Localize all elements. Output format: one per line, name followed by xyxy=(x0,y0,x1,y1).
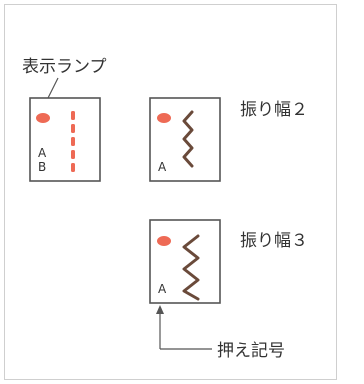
straight-stitch-line xyxy=(71,111,75,172)
presser-mark-label: 押え記号 xyxy=(217,341,285,361)
stitch-dash xyxy=(71,111,75,120)
presser-mark-pointer xyxy=(156,305,212,350)
stitch-dash xyxy=(71,124,75,133)
indicator-lamp-dot xyxy=(157,236,171,246)
indicator-lamp-label: 表示ランプ xyxy=(22,57,107,77)
arrow-up-icon xyxy=(156,305,164,314)
stitch-dash xyxy=(71,150,75,159)
panel-straight-frame xyxy=(29,97,101,182)
zigzag-stitch-wide xyxy=(182,234,200,301)
outer-frame xyxy=(4,4,337,380)
presser-letter-a: A xyxy=(38,146,47,160)
presser-letter-a: A xyxy=(158,160,167,174)
panel-straight: A B xyxy=(29,97,101,182)
presser-letter-a: A xyxy=(158,282,167,296)
stitch-width-2-label: 振り幅２ xyxy=(240,100,308,120)
panel-zigzag-2: A xyxy=(149,97,221,182)
stitch-dash xyxy=(71,137,75,146)
stitch-dash xyxy=(71,163,75,172)
panel-zigzag-3-frame xyxy=(149,219,221,304)
stitch-width-3-label: 振り幅３ xyxy=(240,231,308,251)
indicator-lamp-dot xyxy=(157,113,171,123)
zigzag-stitch-narrow xyxy=(182,110,194,168)
presser-letter-b: B xyxy=(38,160,46,174)
indicator-lamp-dot xyxy=(36,113,50,123)
panel-zigzag-3: A xyxy=(149,219,221,304)
